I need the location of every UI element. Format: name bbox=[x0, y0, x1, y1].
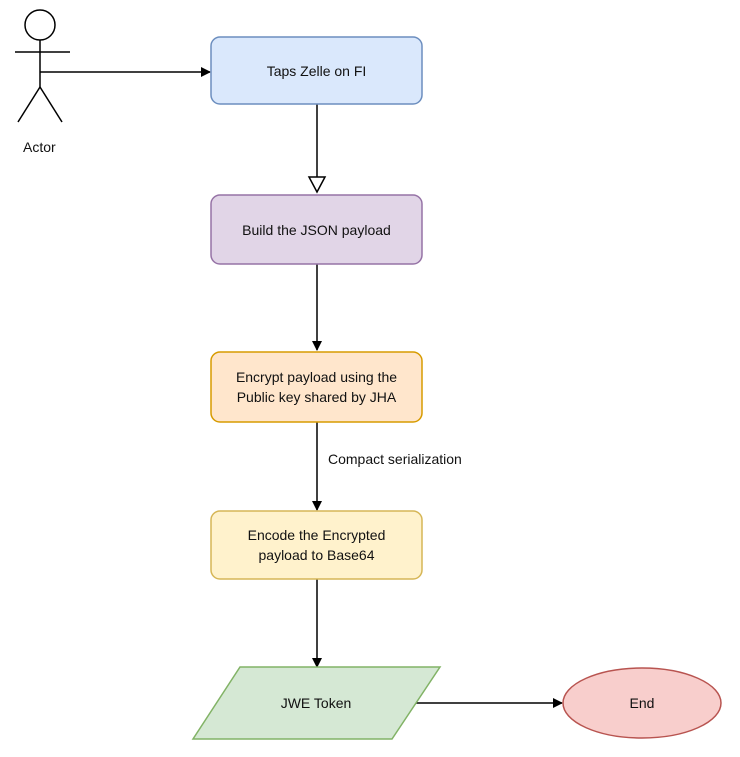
node-end-shape bbox=[562, 667, 722, 739]
node-encode-label: Encode the Encrypted payload to Base64 bbox=[247, 527, 386, 563]
node-build-json-shape bbox=[210, 194, 423, 265]
node-taps-zelle-label: Taps Zelle on FI bbox=[266, 62, 367, 79]
node-end-label: End bbox=[629, 695, 655, 711]
actor-label: Actor bbox=[23, 139, 56, 155]
node-jwe-token-label: JWE Token bbox=[280, 695, 352, 711]
node-jwe-token-shape bbox=[191, 666, 442, 740]
edge-label-compact-serialization: Compact serialization bbox=[328, 451, 462, 467]
node-taps-zelle-shape bbox=[210, 36, 423, 105]
edge-taps-zelle-to-build-json bbox=[307, 104, 327, 194]
node-encrypt-shape bbox=[210, 351, 423, 423]
node-encode-shape bbox=[210, 510, 423, 580]
node-build-json-label: Build the JSON payload bbox=[242, 221, 391, 238]
node-encrypt-label: Encrypt payload using the Public key sha… bbox=[235, 369, 398, 405]
actor-figure bbox=[15, 9, 70, 123]
